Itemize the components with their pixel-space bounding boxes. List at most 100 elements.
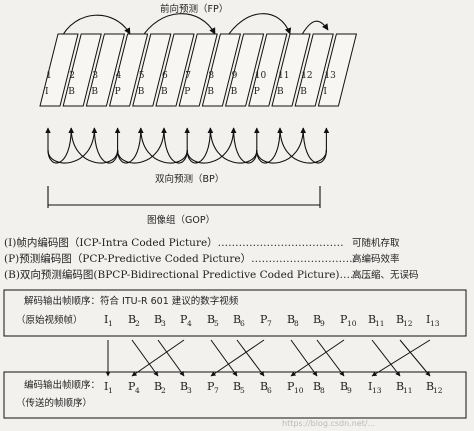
frame-number: 9 — [232, 71, 238, 81]
decode-order-heading: 解码输出帧顺序：符合 ITU-R 601 建议的数字视频 — [24, 295, 239, 307]
sequence-frame-index: 1 — [108, 319, 113, 328]
sequence-frame-index: 5 — [240, 386, 245, 395]
frame-sheet — [39, 33, 79, 107]
sequence-frame-index: 1 — [108, 386, 113, 395]
sequence-frame-index: 4 — [187, 319, 192, 328]
frame-type: P — [254, 87, 260, 97]
sequence-frame-type: B — [396, 313, 404, 326]
frame-5: 5B — [132, 33, 172, 107]
sequence-frame: B3 — [154, 313, 166, 328]
reorder-arrow — [290, 339, 345, 377]
frame-sheet — [201, 33, 242, 107]
sequence-frame-type: B — [128, 313, 136, 326]
decode-order-box — [3, 289, 467, 337]
bp-arrow-bwd — [207, 127, 258, 164]
frame-sheet — [155, 33, 195, 107]
gop-label: 图像组（GOP） — [147, 214, 215, 226]
sequence-frame-type: B — [233, 313, 241, 326]
frame-number: 4 — [116, 71, 122, 81]
reorder-arrow — [131, 339, 185, 377]
sequence-frame-index: 5 — [214, 319, 219, 328]
frame-2: 2B — [62, 33, 102, 107]
sequence-frame-type: P — [180, 313, 188, 326]
reorder-arrow — [290, 339, 318, 377]
reorder-arrows — [105, 339, 431, 377]
sequence-frame-type: P — [340, 313, 348, 326]
reorder-arrow — [316, 339, 345, 377]
sequence-frame-index: 10 — [347, 319, 357, 328]
fp-arc-1 — [59, 14, 131, 41]
reorder-arrow — [371, 339, 431, 377]
sequence-frame-type: P — [207, 380, 215, 393]
reorder-arrow — [157, 339, 185, 377]
bp-arrow-bwd — [138, 127, 188, 164]
frame-type: B — [277, 87, 284, 97]
decode-order-subheading: （原始视频帧） — [16, 314, 83, 326]
sequence-frame-index: 3 — [161, 319, 166, 328]
frame-sheet — [62, 33, 102, 107]
sequence-frame-type: B — [396, 380, 404, 393]
bp-arrow-fwd — [256, 127, 306, 164]
sequence-frame: B9 — [313, 313, 325, 328]
legend-p-left: (P)预测编码图（PCP-Predictive Coded Picture）……… — [4, 252, 356, 265]
frame-number: 2 — [69, 71, 75, 81]
frame-10: 10P — [248, 33, 288, 107]
frame-type: B — [161, 87, 168, 97]
sequence-frame-index: 2 — [161, 386, 166, 395]
bidirectional-prediction-label: 双向预测（BP） — [155, 173, 224, 185]
frame-9: 9B — [224, 33, 265, 107]
sequence-frame-index: 13 — [372, 386, 382, 395]
bp-arrow-bwd — [230, 127, 258, 164]
sequence-frame-index: 7 — [214, 386, 219, 395]
frame-number: 1 — [46, 71, 52, 81]
frame-type: B — [91, 87, 98, 97]
sequence-frame-type: B — [207, 313, 215, 326]
sequence-frame: B11 — [368, 313, 385, 328]
frame-12: 12B — [294, 33, 334, 107]
encode-order-subheading: （传送的帧顺序） — [16, 397, 92, 409]
sequence-frame: B8 — [313, 380, 325, 395]
bp-arrow-fwd — [47, 127, 98, 164]
frame-number: 13 — [324, 71, 336, 81]
frame-type: B — [231, 87, 238, 97]
forward-prediction-label: 前向预测（FP） — [160, 3, 228, 15]
bp-arrow-bwd — [277, 127, 327, 164]
bp-arrow-bwd — [300, 127, 327, 164]
sequence-frame-type: B — [340, 380, 348, 393]
sequence-frame-type: P — [287, 380, 295, 393]
frame-type: B — [68, 87, 75, 97]
sequence-frame: B2 — [128, 313, 140, 328]
sequence-frame-type: B — [180, 380, 188, 393]
sequence-frame: B6 — [233, 313, 245, 328]
sequence-frame-index: 11 — [403, 386, 413, 395]
watermark: https://blog.csdn.net/... — [282, 419, 375, 428]
reorder-arrow — [210, 339, 265, 377]
frame-number: 10 — [255, 71, 267, 81]
bp-arrow-bwd — [91, 127, 119, 164]
sequence-frame-type: B — [426, 380, 434, 393]
encode-order-box — [3, 371, 467, 419]
bp-arrow-fwd — [117, 127, 167, 164]
sequence-frame-type: B — [313, 380, 321, 393]
sequence-frame: B8 — [287, 313, 299, 328]
legend-i-left: (I)帧内编码图（ICP-Intra Coded Picture）…………………… — [4, 236, 344, 249]
sequence-frame-type: B — [368, 313, 376, 326]
frame-sheet — [317, 33, 358, 107]
sequence-frame-type: I — [426, 313, 430, 326]
frame-sheet — [132, 33, 172, 107]
sequence-frame-type: B — [260, 380, 268, 393]
bp-arrow-fwd — [186, 127, 237, 164]
frame-number: 11 — [278, 71, 289, 81]
fp-arc-4 — [299, 20, 329, 39]
sequence-frame-index: 7 — [267, 319, 272, 328]
sequence-frame-index: 4 — [135, 386, 140, 395]
sequence-frame-index: 12 — [403, 319, 413, 328]
